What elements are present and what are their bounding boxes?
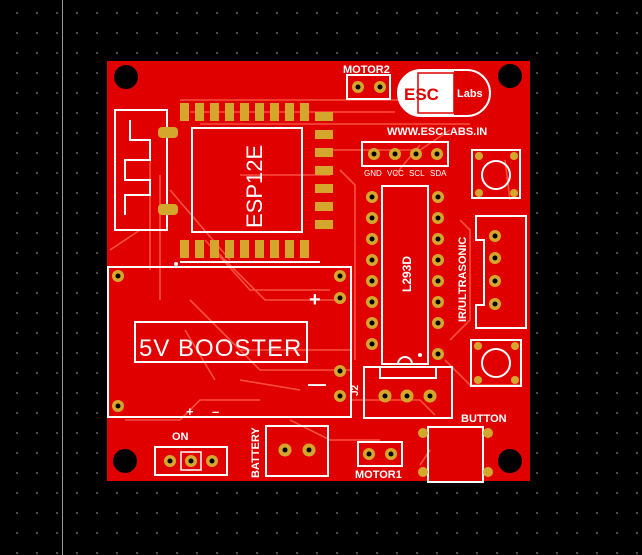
esclabs-logo: ESC Labs (397, 69, 491, 117)
bottom-plus-label: + (186, 404, 194, 419)
esp12e-label: ESP12E (242, 145, 267, 228)
booster-minus-label: — (308, 374, 326, 394)
booster-label: 5V BOOSTER (139, 335, 302, 362)
push-button-top (471, 149, 521, 199)
logo-text-labs: Labs (457, 88, 483, 100)
motor2-header (346, 74, 391, 100)
on-switch: ON (154, 431, 228, 476)
push-button-bottom: BUTTON (418, 413, 507, 483)
pin-label-sda: SDA (430, 169, 447, 178)
mounting-hole-tl (114, 65, 138, 89)
antenna-pattern (114, 109, 168, 231)
pin-label-vcc: VCC (387, 169, 404, 178)
motor2-label: MOTOR2 (343, 64, 390, 76)
bottom-minus-label: – (212, 404, 219, 419)
mounting-hole-bl (113, 449, 137, 473)
l293d-chip: L293D (366, 185, 444, 365)
website-label: WWW.ESCLABS.IN (387, 126, 487, 138)
mounting-hole-tr (498, 64, 522, 88)
mounting-hole-br (498, 449, 522, 473)
l293d-label: L293D (400, 256, 414, 292)
motor1-header: MOTOR1 (355, 441, 403, 481)
battery-label: BATTERY (250, 427, 262, 478)
motor1-label: MOTOR1 (355, 469, 402, 481)
push-button-middle (470, 339, 522, 387)
guide-line (62, 0, 63, 555)
on-label: ON (172, 431, 189, 443)
pin-label-gnd: GND (364, 169, 382, 178)
pin-label-scl: SCL (409, 169, 425, 178)
j2-label: J2 (350, 384, 361, 396)
ir-ultrasonic-label: IR/ULTRASONIC (457, 237, 469, 322)
battery-connector: BATTERY (250, 425, 329, 478)
booster-plus-label: + (309, 289, 321, 311)
j2-connector: J2 (350, 366, 453, 419)
esp12e-module: ESP12E (158, 103, 333, 266)
i2c-header (361, 141, 449, 167)
ir-ultrasonic-connector: IR/ULTRASONIC (457, 215, 527, 329)
booster-module: 5V BOOSTER + — + – (107, 266, 352, 419)
logo-text-esc: ESC (404, 85, 439, 104)
copper-traces (109, 99, 520, 466)
button-label: BUTTON (461, 413, 507, 425)
